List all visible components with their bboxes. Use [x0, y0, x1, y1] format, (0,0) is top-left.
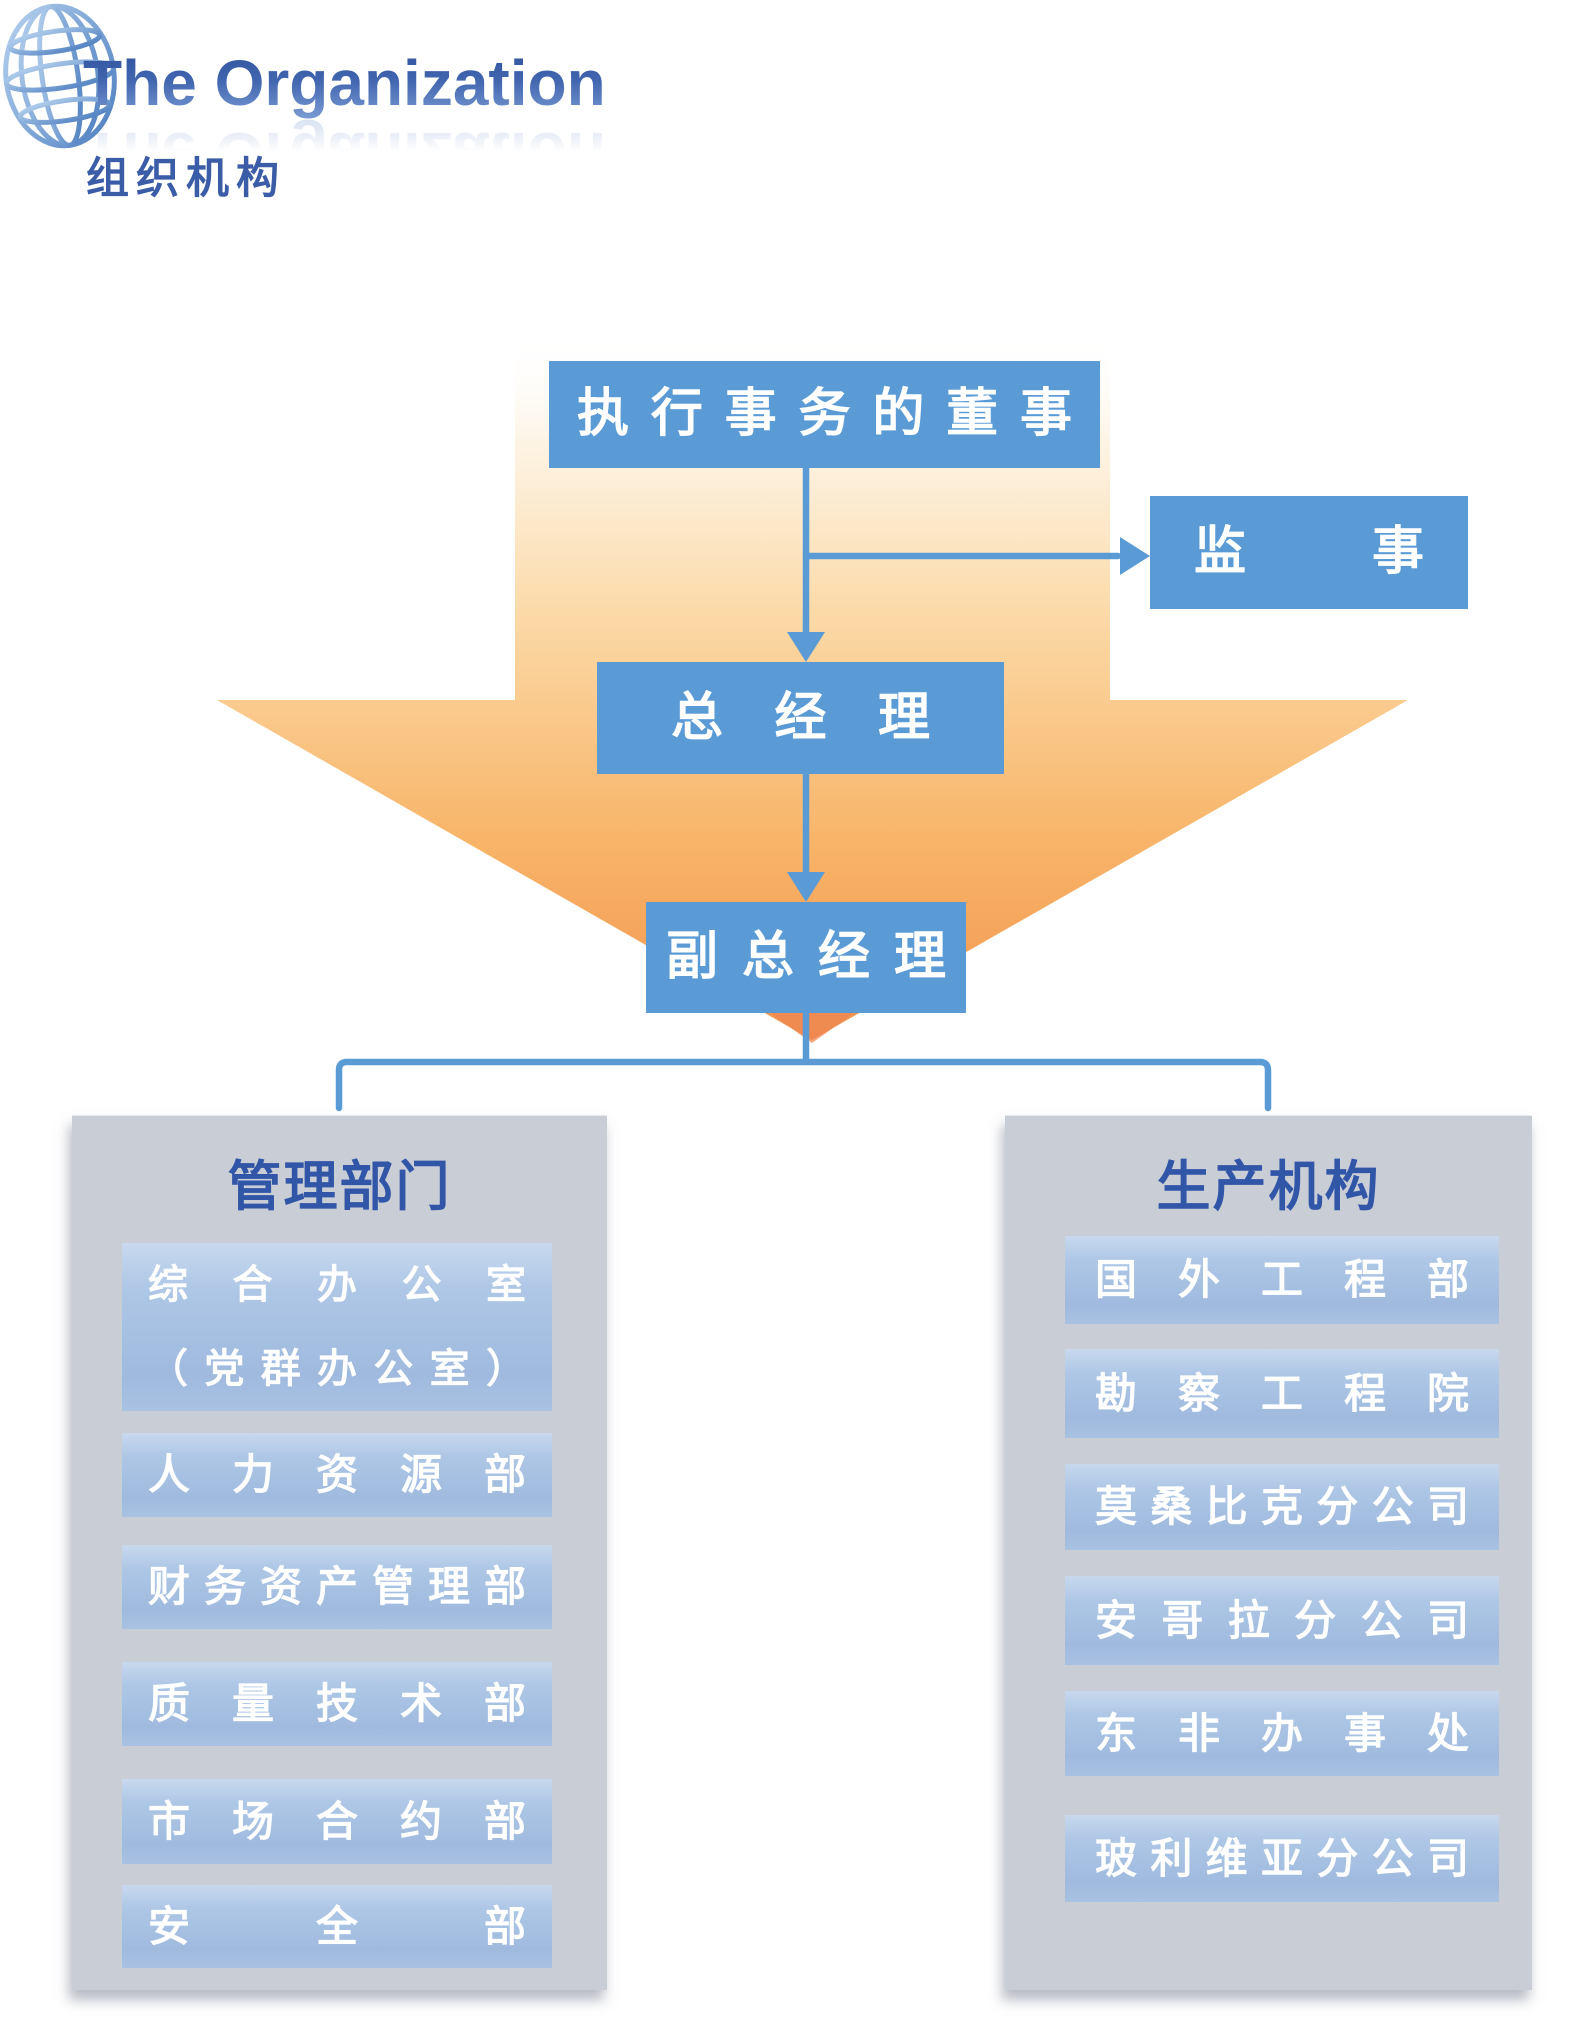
dept-box-market-contract: 市 场 合 约 部: [122, 1779, 552, 1864]
globe-icon: [2, 0, 122, 152]
dept-box-quality-technology: 质 量 技 术 部: [122, 1662, 552, 1746]
dept-box-human-resources: 人 力 资 源 部: [122, 1433, 552, 1517]
page-title: The Organization: [83, 44, 606, 122]
dept-box-line: 综 合 办 公 室: [148, 1263, 526, 1307]
org-box-mozambique-branch: 莫 桑 比 克 分 公 司: [1065, 1464, 1499, 1550]
org-box-survey-engineering: 勘 察 工 程 院: [1065, 1349, 1499, 1438]
panel-title-production: 生产机构: [1156, 1157, 1381, 1217]
org-node-executive-director: 执 行 事 务 的 董 事: [549, 361, 1100, 468]
org-box-bolivia-branch: 玻 利 维 亚 分 公 司: [1065, 1815, 1499, 1902]
dept-box-line: （ 党 群 办 公 室 ）: [148, 1347, 526, 1391]
panel-title-management: 管理部门: [227, 1157, 452, 1217]
org-box-angola-branch: 安 哥 拉 分 公 司: [1065, 1576, 1499, 1665]
page-subtitle: 组织机构: [86, 156, 286, 203]
org-node-general-manager: 总 经 理: [597, 662, 1004, 774]
dept-box-finance-assets: 财 务 资 产 管 理 部: [122, 1545, 552, 1629]
dept-box-general-office: 综 合 办 公 室 （ 党 群 办 公 室 ）: [122, 1243, 552, 1411]
org-box-east-africa-office: 东 非 办 事 处: [1065, 1691, 1499, 1776]
org-node-deputy-general-manager: 副 总 经 理: [646, 902, 966, 1013]
dept-box-safety: 安 全 部: [122, 1885, 552, 1968]
header-title-block: The Organization The Organization: [83, 44, 606, 191]
production-organizations-panel: 生产机构 国 外 工 程 部 勘 察 工 程 院 莫 桑 比 克 分 公 司 安…: [1005, 1115, 1532, 1990]
org-node-supervisor: 监 事: [1150, 496, 1468, 609]
management-departments-panel: 管理部门 综 合 办 公 室 （ 党 群 办 公 室 ） 人 力 资 源 部 财…: [72, 1115, 607, 1990]
org-box-overseas-engineering: 国 外 工 程 部: [1065, 1236, 1499, 1324]
